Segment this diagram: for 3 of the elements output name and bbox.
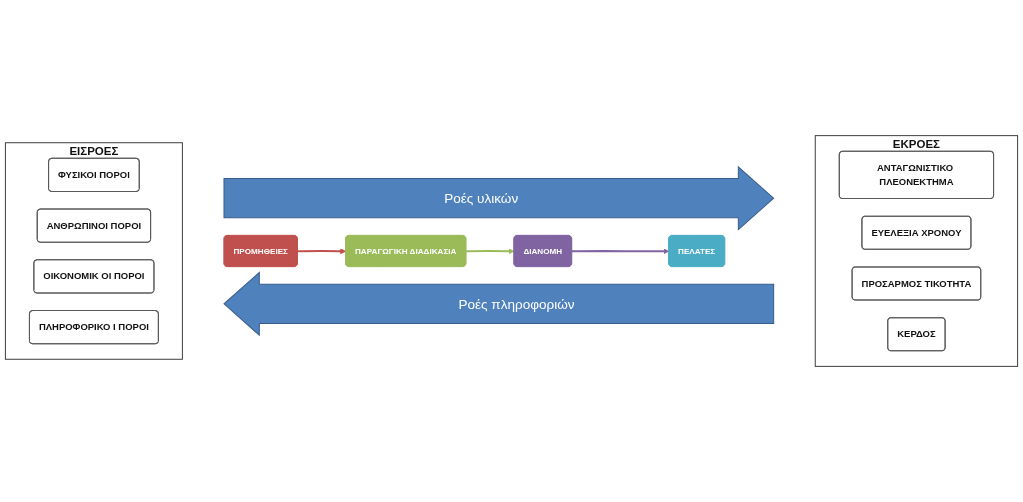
arrow [466,248,515,255]
arrow [571,248,670,255]
arrow [297,248,347,255]
